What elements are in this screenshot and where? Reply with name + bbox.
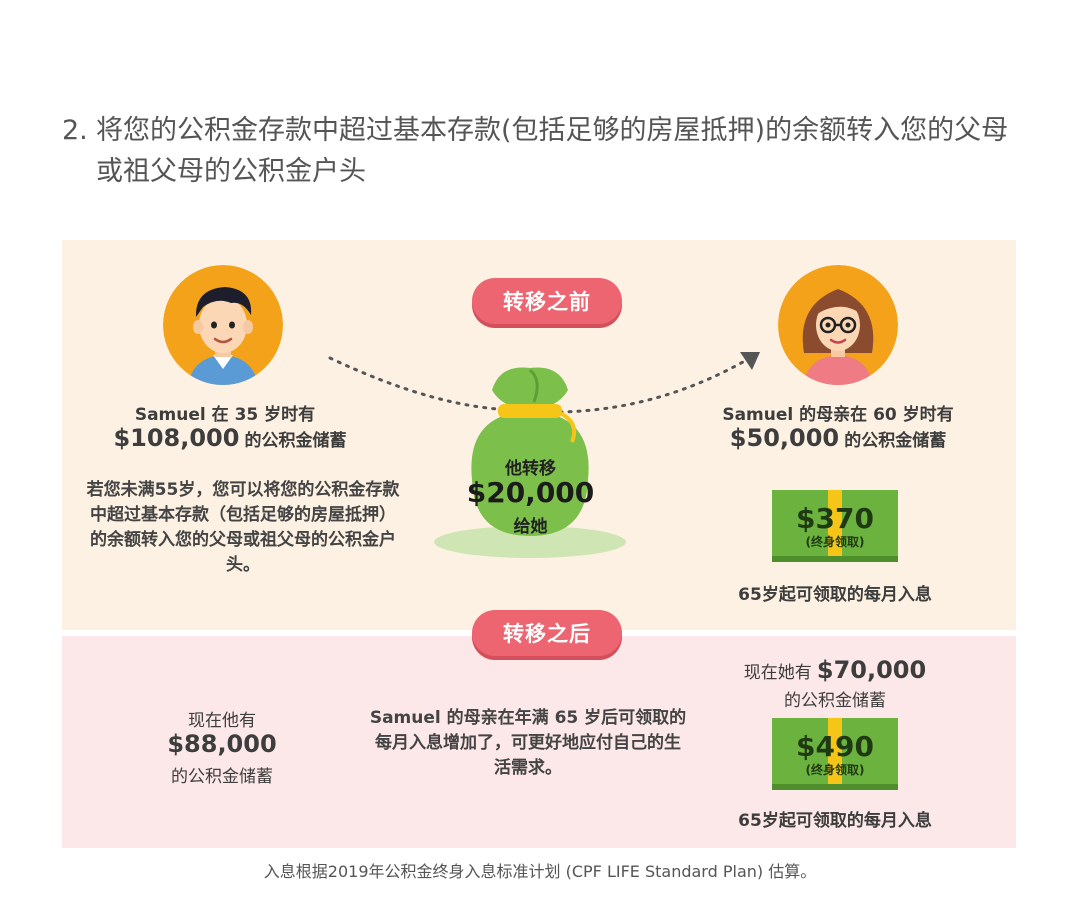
mother-avatar <box>778 265 898 385</box>
cash-sub-after: (终身领取) <box>805 763 865 777</box>
footnote: 入息根据2019年公积金终身入息标准计划 (CPF LIFE Standard … <box>263 862 817 881</box>
cash-370-icon: $370 (终身领取) <box>772 490 898 562</box>
samuel-after-line2: 的公积金储蓄 <box>171 767 273 787</box>
monthly-label-before: 65岁起可领取的每月入息 <box>738 585 932 605</box>
mother-after-amount: $70,000 <box>816 656 927 684</box>
samuel-savings: $108,000 的公积金储蓄 <box>80 424 380 452</box>
before-pill: 转移之前 <box>472 278 622 324</box>
cash-amount-before: $370 <box>796 502 874 535</box>
cash-amount-after: $490 <box>796 730 874 763</box>
transfer-arrow <box>328 352 760 414</box>
mother-suffix: 的公积金储蓄 <box>844 431 947 451</box>
mother-amount: $50,000 <box>729 424 840 452</box>
after-middle-text: Samuel 的母亲在年满 65 岁后可领取的每月入息增加了，可更好地应付自己的… <box>369 708 687 778</box>
samuel-after-line1: 现在他有 <box>188 711 256 731</box>
bag-line2: 给她 <box>513 517 548 537</box>
samuel-avatar <box>163 265 283 385</box>
samuel-age-text: Samuel 在 35 岁时有 <box>134 405 316 425</box>
bag-amount: $20,000 <box>466 476 595 509</box>
after-pill: 转移之后 <box>472 610 622 656</box>
samuel-amount: $108,000 <box>113 424 240 452</box>
cash-sub-before: (终身领取) <box>805 535 865 549</box>
heading-number: 2. <box>62 115 88 146</box>
bag-line1: 他转移 <box>505 459 556 479</box>
mother-after-line1: 现在她有 $70,000 <box>700 656 970 684</box>
mother-age-text: Samuel 的母亲在 60 岁时有 <box>722 405 954 425</box>
explanation-text: 若您未满55岁，您可以将您的公积金存款中超过基本存款（包括足够的房屋抵押）的余额… <box>86 480 400 575</box>
mother-after-line2: 的公积金储蓄 <box>784 691 886 711</box>
monthly-label-after: 65岁起可领取的每月入息 <box>738 811 932 831</box>
money-bag-icon <box>434 367 626 558</box>
samuel-after-amount: $88,000 <box>167 730 277 758</box>
mother-savings: $50,000 的公积金储蓄 <box>690 424 986 452</box>
cash-490-icon: $490 (终身领取) <box>772 718 898 790</box>
heading-text: 将您的公积金存款中超过基本存款(包括足够的房屋抵押)的余额转入您的父母或祖父母的… <box>96 115 1009 187</box>
mother-after-prefix: 现在她有 <box>743 663 812 683</box>
samuel-suffix: 的公积金储蓄 <box>244 431 347 451</box>
